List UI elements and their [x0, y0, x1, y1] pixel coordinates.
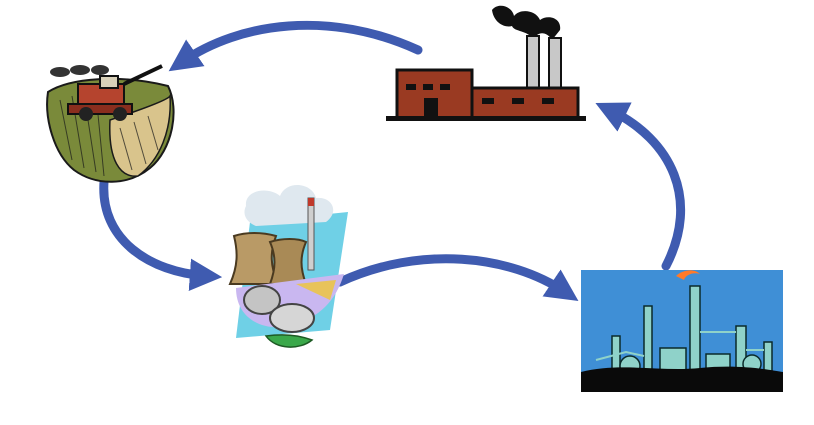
arrow-farm-to-power-plant — [99, 177, 223, 291]
arrow-factory-to-farm — [168, 20, 423, 72]
arrow-refinery-to-factory — [595, 102, 686, 271]
arrow-power-plant-to-refinery — [335, 254, 579, 302]
